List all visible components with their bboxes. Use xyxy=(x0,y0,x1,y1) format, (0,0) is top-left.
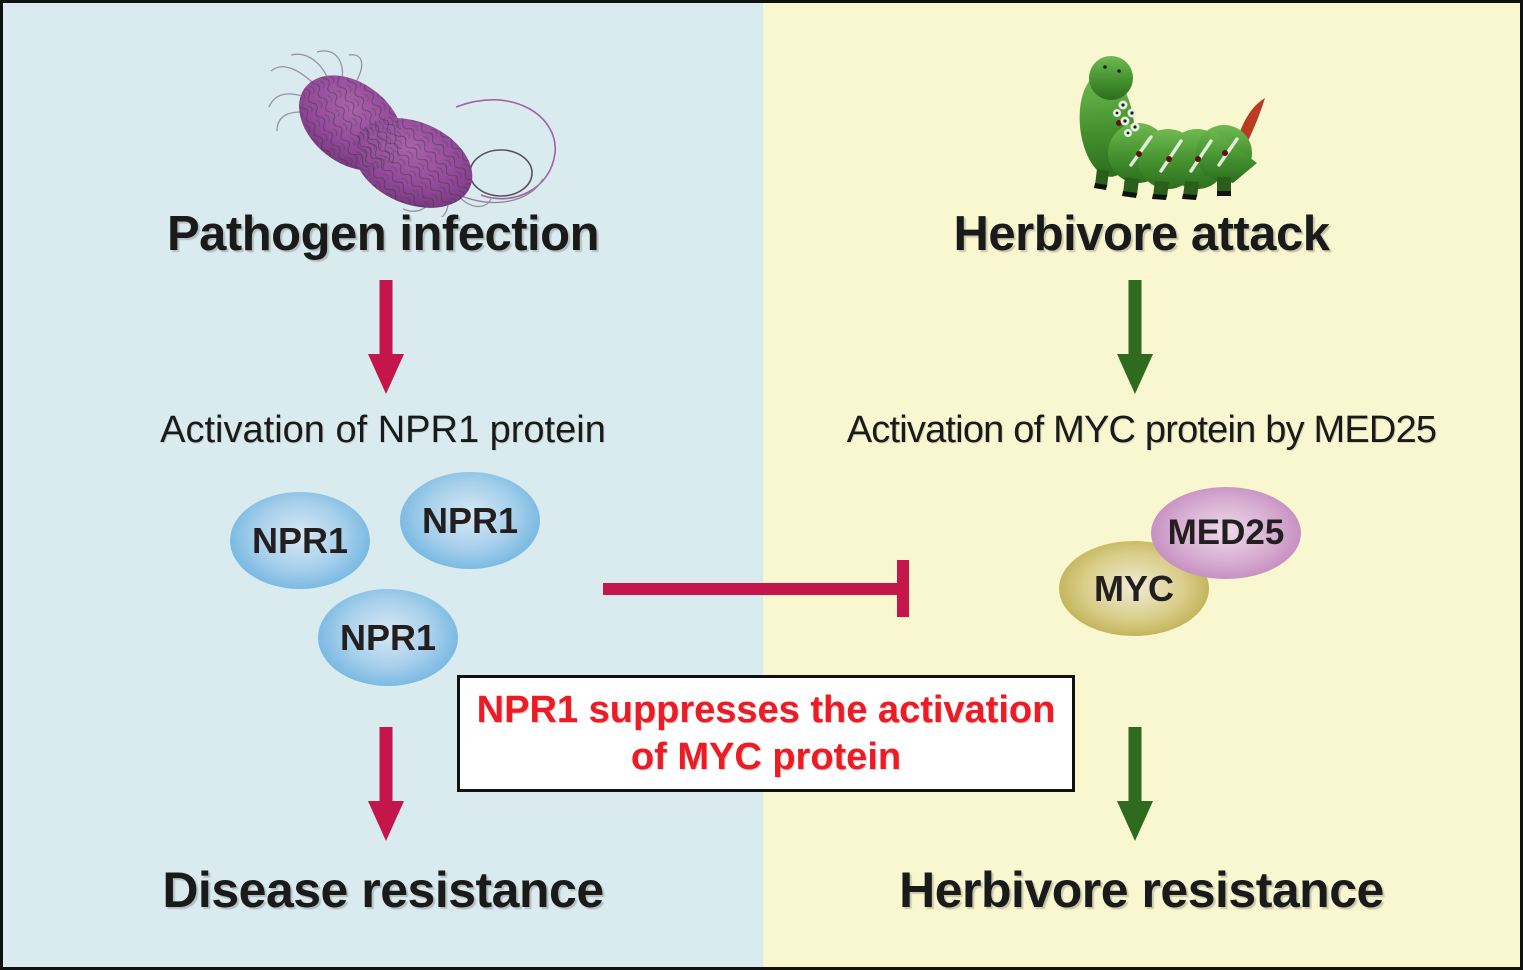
green-down-arrow-top xyxy=(1115,280,1155,396)
npr1-label: NPR1 xyxy=(421,499,519,541)
myc-label: MYC xyxy=(1094,567,1174,609)
med25-oval: MED25 xyxy=(1151,487,1301,579)
red-down-arrow-top xyxy=(366,280,406,396)
suppression-caption-box: NPR1 suppresses the activation of MYC pr… xyxy=(457,675,1075,792)
myc-activation-text: Activation of MYC protein by MED25 xyxy=(846,409,1437,451)
herbivore-resistance-text: Herbivore resistance xyxy=(899,862,1384,918)
npr1-oval-2: NPR1 xyxy=(400,472,540,569)
red-down-arrow-bottom xyxy=(366,727,406,843)
green-down-arrow-bottom xyxy=(1115,727,1155,843)
caterpillar-icon xyxy=(1079,56,1265,200)
inhibition-line xyxy=(603,583,903,595)
npr1-label: NPR1 xyxy=(251,519,349,561)
suppression-caption-line1: NPR1 suppresses the activation xyxy=(476,688,1056,731)
suppression-caption-line2: of MYC protein xyxy=(630,735,902,778)
npr1-activation-text: Activation of NPR1 protein xyxy=(160,409,606,451)
bacterium-icon xyxy=(268,50,556,217)
inhibition-bar xyxy=(897,560,909,617)
pathogen-infection-title: Pathogen infection xyxy=(167,207,600,261)
npr1-label: NPR1 xyxy=(339,616,437,658)
disease-resistance-text: Disease resistance xyxy=(162,862,604,918)
npr1-oval-1: NPR1 xyxy=(230,492,370,589)
herbivore-attack-title: Herbivore attack xyxy=(953,207,1330,261)
npr1-oval-3: NPR1 xyxy=(318,589,458,686)
med25-label: MED25 xyxy=(1167,513,1285,552)
